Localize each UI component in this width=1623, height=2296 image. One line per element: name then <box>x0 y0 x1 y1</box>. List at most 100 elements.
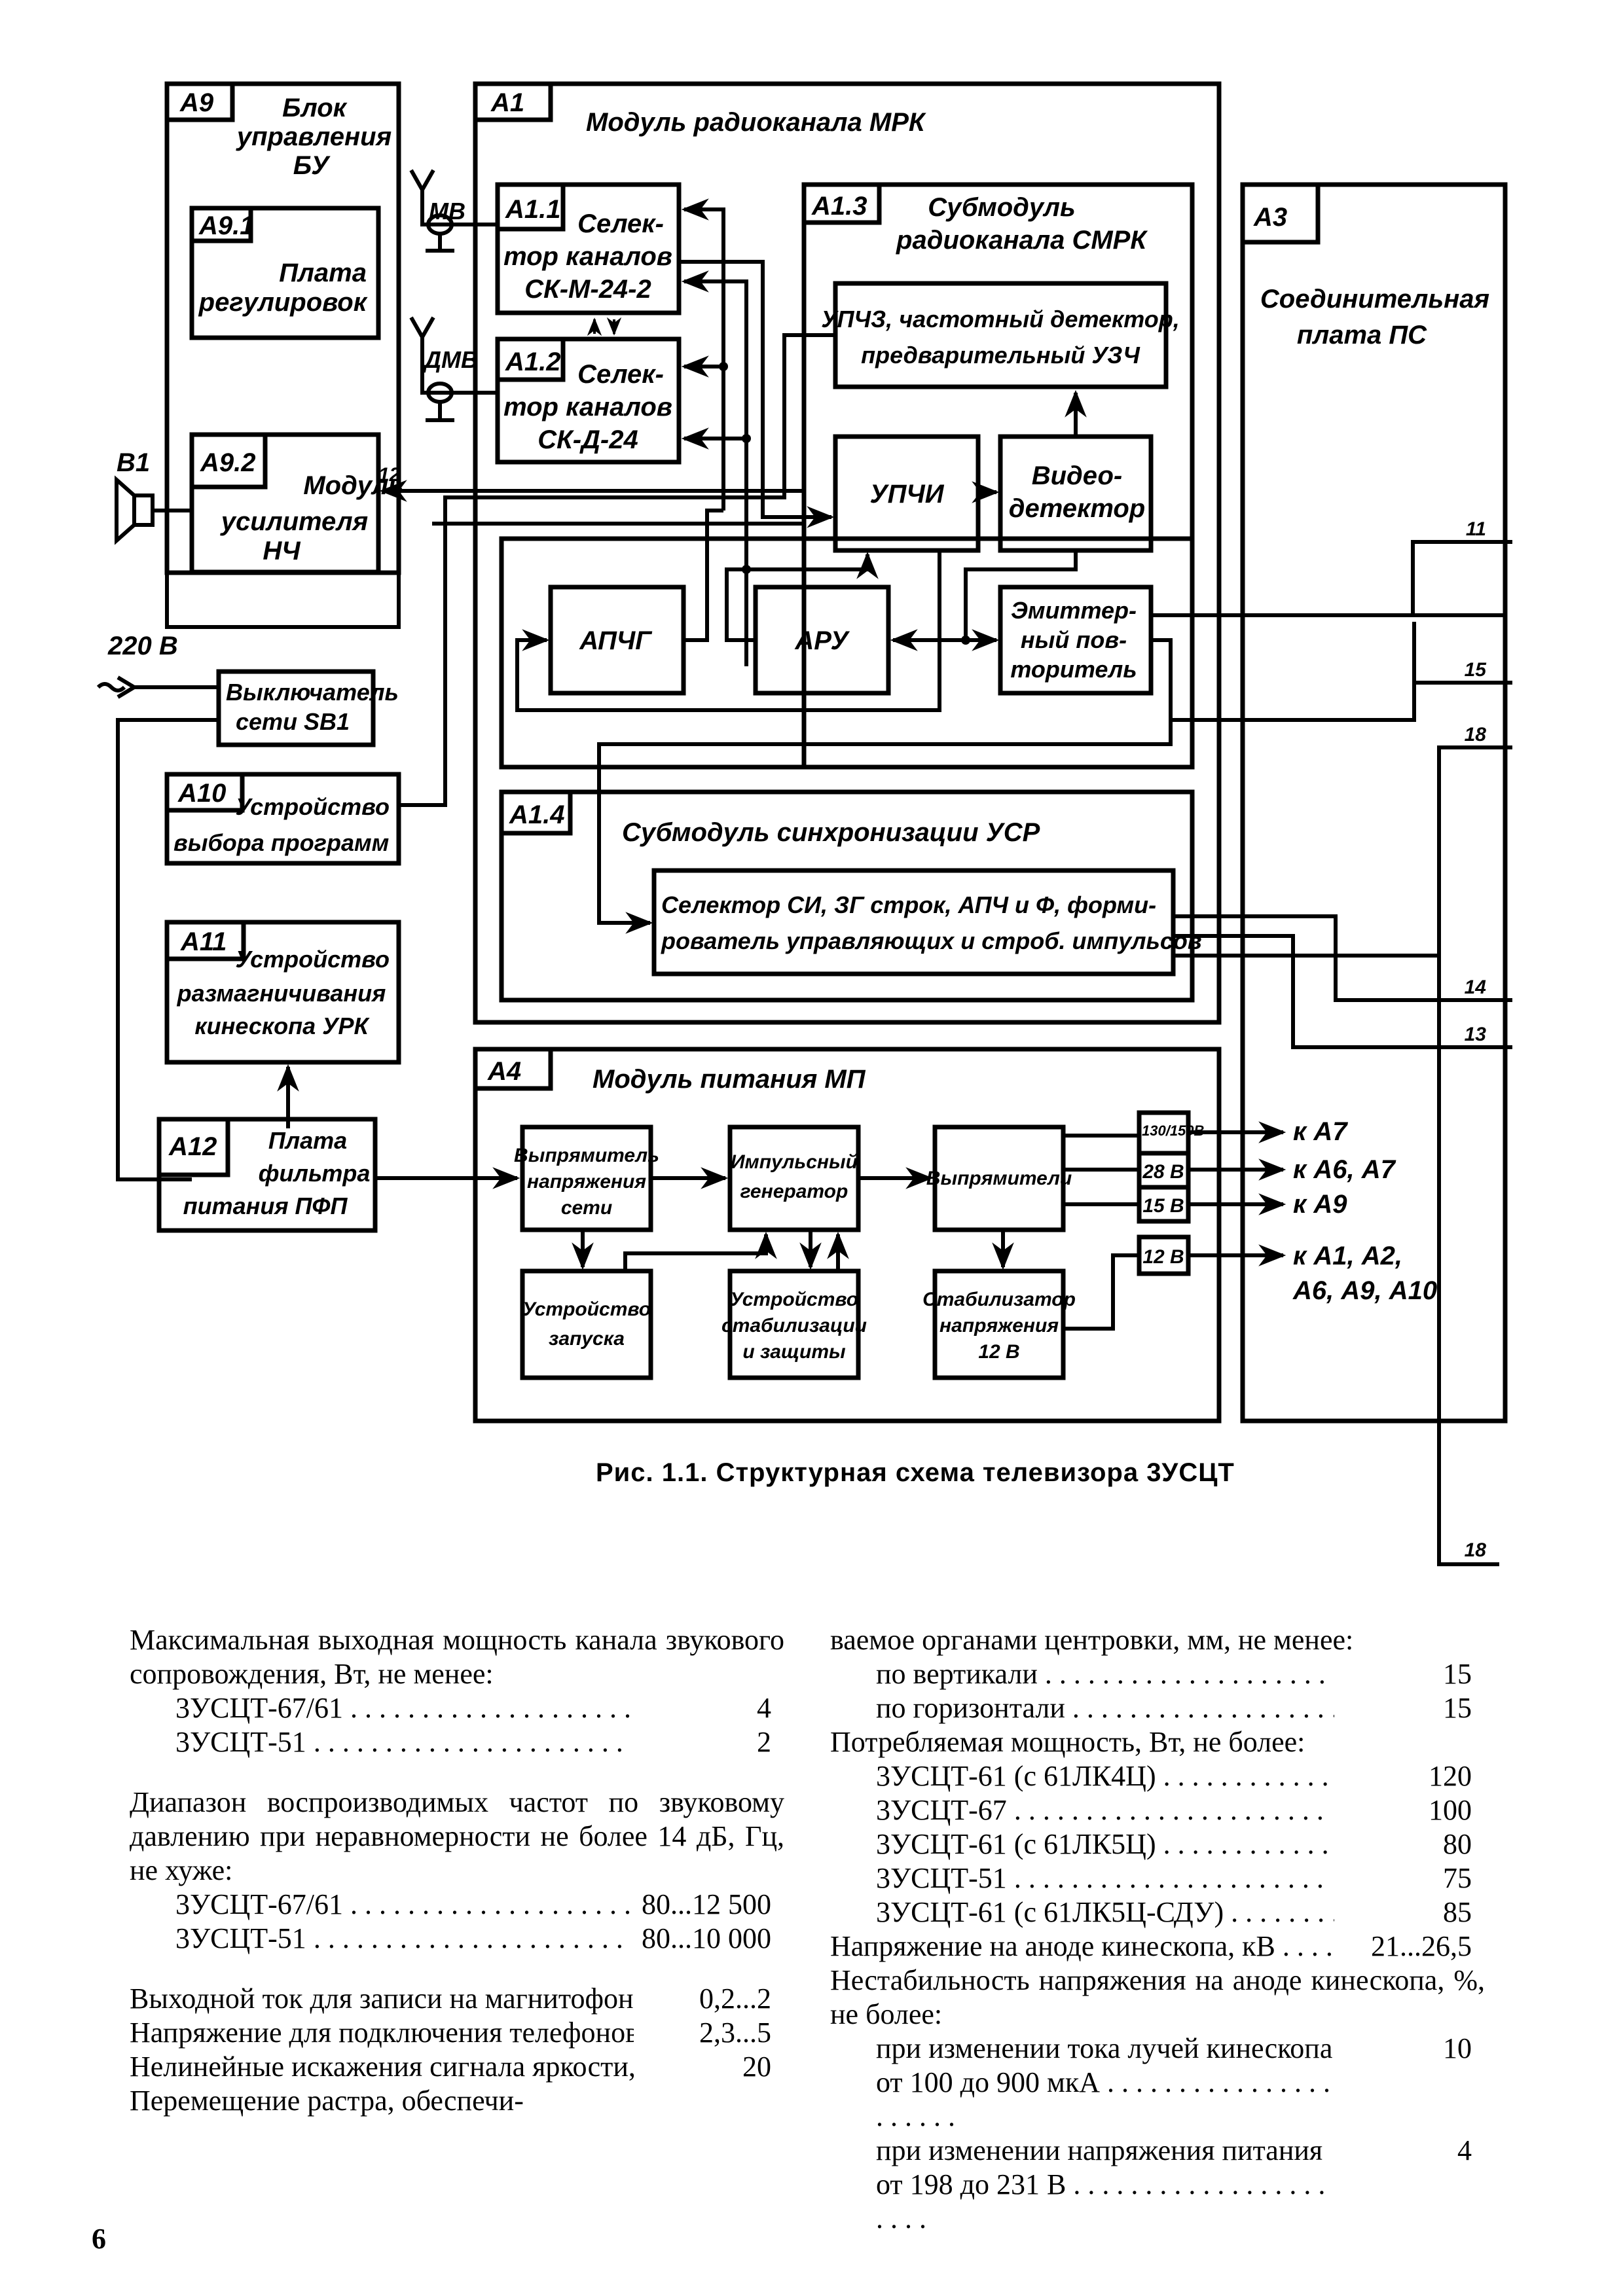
spec-value: 21...26,5 <box>1371 1930 1472 1962</box>
block-a3-line1: Соединительная <box>1260 285 1489 314</box>
spec-row-label: по вертикали <box>876 1657 1334 1691</box>
spec-row-label: 3УСЦТ-67/61 <box>175 1888 634 1922</box>
spec-row: 3УСЦТ-67/614 <box>130 1691 784 1725</box>
spec-row-value: 80...10 000 <box>642 1922 771 1954</box>
block-upchz: УПЧЗ, частотный детектор, предварительны… <box>821 281 1180 389</box>
output-dest-3: к А9 <box>1293 1190 1347 1219</box>
page-number: 6 <box>92 2223 106 2255</box>
block-a12: А12 Плата фильтра питания ПФП <box>156 1117 378 1233</box>
block-a9-2-line2: усилителя <box>220 507 368 536</box>
spec-row-label: при изменении напряжения питания от 198 … <box>876 2134 1334 2236</box>
block-a1-4-title: Субмодуль синхронизации УСР <box>622 818 1040 847</box>
block-stab-prot-line2: стабилизации <box>721 1315 867 1336</box>
block-a4-title: Модуль питания МП <box>593 1065 866 1094</box>
block-rect-mains-line3: сети <box>561 1197 612 1219</box>
block-video-detector-line1: Видео- <box>1032 461 1123 490</box>
block-apchg-label: АПЧГ <box>579 626 653 655</box>
block-aru-label: АРУ <box>794 626 850 655</box>
antenna-dmv-icon <box>409 316 498 422</box>
block-a1-2-line2: тор каналов <box>503 393 672 422</box>
block-a1-tag: А1 <box>490 88 524 117</box>
block-stab-prot-line3: и защиты <box>742 1341 846 1363</box>
spec-row-label: 3УСЦТ-51 <box>175 1922 634 1956</box>
block-stab-protection: Устройство стабилизации и защиты <box>721 1268 867 1380</box>
spec-row-value: 85 <box>1443 1896 1472 1928</box>
block-emitter-line1: Эмиттер- <box>1011 597 1137 624</box>
spec-row-value: 100 <box>1429 1794 1472 1826</box>
spec-sound-power: Максимальная выходная мощность канала зв… <box>130 1623 784 1759</box>
spec-row-value: 15 <box>1443 1658 1472 1690</box>
spec-value: 20 <box>742 2051 771 2083</box>
block-pulse-gen-line2: генератор <box>740 1181 848 1202</box>
antenna-dmv-label: ДМВ <box>422 346 478 373</box>
spec-head: Диапазон воспроизводимых частот по звуко… <box>130 1786 784 1886</box>
block-a10-tag: А10 <box>177 779 226 808</box>
connector-14: 14 <box>1465 977 1487 998</box>
block-a12-line3: питания ПФП <box>183 1193 348 1219</box>
block-rectifiers-label: Выпрямители <box>926 1168 1072 1189</box>
spec-row-value: 80 <box>1443 1828 1472 1860</box>
agc-loop-frame <box>499 536 1195 770</box>
block-video-detector: Видео- детектор <box>998 434 1154 553</box>
spec-row-value: 15 <box>1443 1692 1472 1724</box>
block-a3-line2: плата ПС <box>1297 321 1427 350</box>
antenna-mv-label: МВ <box>429 198 465 224</box>
connector-11: 11 <box>1466 518 1486 540</box>
spec-row-label: по горизонтали <box>876 1691 1334 1725</box>
block-diagram: А9 Блок управления БУ А9.1 Плата регулир… <box>96 81 1512 1566</box>
block-a1-1-line3: СК-М-24-2 <box>524 275 651 304</box>
spec-row: 3УСЦТ-61 (с 61ЛК5Ц-СДУ)85 <box>830 1895 1485 1929</box>
block-aru: АРУ <box>753 584 891 696</box>
spec-luma-distortion: Нелинейные искажения сигнала яркости, %,… <box>130 2050 784 2084</box>
connector-13: 13 <box>1465 1024 1487 1045</box>
spec-row-value: 120 <box>1429 1760 1472 1792</box>
block-a9-2-tag: А9.2 <box>200 448 256 477</box>
wire-13 <box>1173 934 1505 1049</box>
block-stab12-line1: Стабилизатор <box>922 1289 1076 1310</box>
spec-row-value: 80...12 500 <box>642 1888 771 1920</box>
spec-row: по горизонтали 15 <box>830 1691 1485 1725</box>
connector-15: 15 <box>1465 659 1487 681</box>
spec-raster-shift: Перемещение растра, обеспечи- <box>130 2085 524 2117</box>
spec-label: Напряжение на аноде кинескопа, кВ <box>830 1929 1334 1964</box>
spec-row: 3УСЦТ-5175 <box>830 1861 1485 1895</box>
block-a1-1-line1: Селек- <box>577 209 664 238</box>
figure-caption: Рис. 1.1. Структурная схема телевизора 3… <box>596 1458 1235 1487</box>
block-rect-mains-line2: напряжения <box>527 1171 646 1193</box>
spec-label: Напряжение для подключения телефонов, В <box>130 2016 634 2050</box>
block-a9-1-line2: регулировок <box>198 288 368 317</box>
block-sync-line2: рователь управляющих и строб. импульсов <box>661 927 1202 954</box>
specs-right-column: ваемое органами центровки, мм, не менее:… <box>830 1623 1485 2236</box>
block-a1-4-tag: А1.4 <box>509 800 565 829</box>
block-a11-line3: кинескопа УРК <box>194 1013 370 1039</box>
spec-row-label: при изменении тока лучей кинескопа от 10… <box>876 2032 1334 2134</box>
block-a3-tag: А3 <box>1253 203 1287 232</box>
spec-label: Нелинейные искажения сигнала яркости, %,… <box>130 2050 634 2084</box>
spec-row: 3УСЦТ-61 (с 61ЛК4Ц)120 <box>830 1759 1485 1793</box>
spec-row: по вертикали 15 <box>830 1657 1485 1691</box>
block-a11-line2: размагничивания <box>177 980 386 1007</box>
spec-headphone-voltage: Напряжение для подключения телефонов, В2… <box>130 2016 784 2050</box>
spec-centering: ваемое органами центровки, мм, не менее:… <box>830 1623 1485 1725</box>
output-voltage-3: 15 В <box>1142 1195 1184 1217</box>
connector-18-bottom: 18 <box>1465 1539 1487 1561</box>
connector-18: 18 <box>1465 724 1487 745</box>
mains-label: 220 В <box>107 632 178 660</box>
spec-row: при изменении напряжения питания от 198 … <box>830 2134 1485 2236</box>
block-sync-line1: Селектор СИ, ЗГ строк, АПЧ и Ф, форми- <box>661 891 1156 918</box>
block-upchz-line2: предварительный УЗЧ <box>861 342 1140 368</box>
block-a1-2-line3: СК-Д-24 <box>538 425 638 454</box>
block-a4: А4 Модуль питания МП <box>473 1047 1222 1424</box>
spec-frequency-range: Диапазон воспроизводимых частот по звуко… <box>130 1785 784 1956</box>
spec-row-label: 3УСЦТ-51 <box>175 1725 634 1759</box>
spec-row-value: 75 <box>1443 1862 1472 1894</box>
block-pulse-gen: Импульсный генератор <box>727 1124 861 1232</box>
block-a1-2-line1: Селек- <box>577 360 664 389</box>
block-a11: А11 Устройство размагничивания кинескопа… <box>164 920 401 1065</box>
wire-12-label: 12 <box>378 464 401 486</box>
speaker-label: В1 <box>117 448 150 477</box>
spec-row-label: 3УСЦТ-67 <box>876 1793 1334 1827</box>
block-upchi: УПЧИ <box>833 434 981 553</box>
block-emitter-line2: ный пов- <box>1021 626 1127 653</box>
output-dest-4b: А6, А9, А10 <box>1292 1276 1437 1305</box>
